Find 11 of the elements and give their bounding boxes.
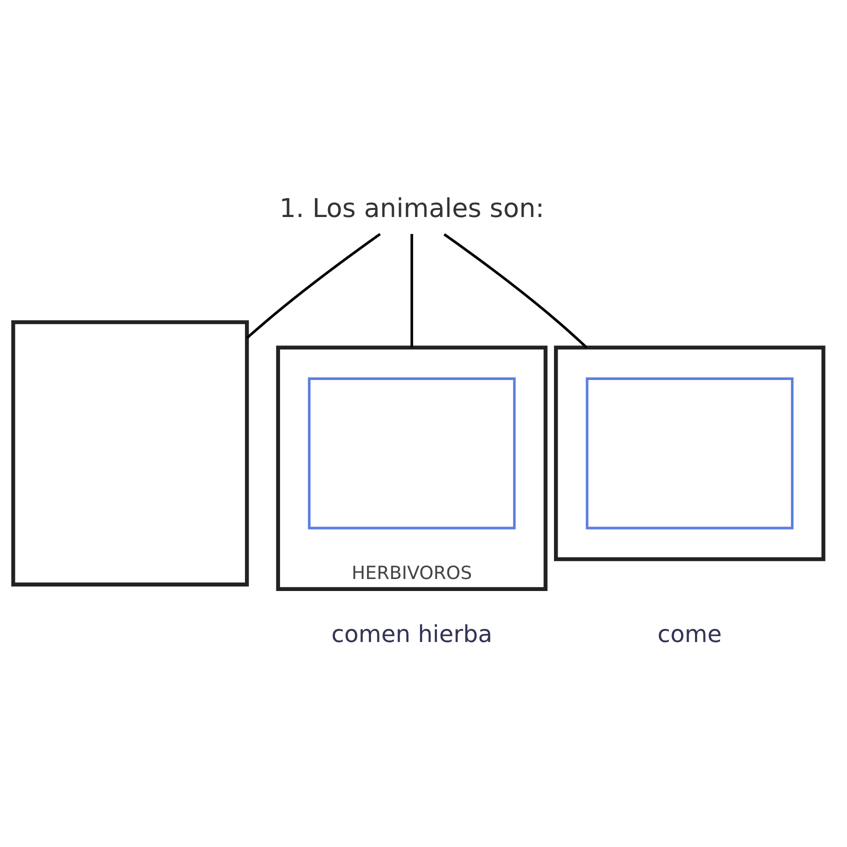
- node-text: 1. Los animales son:: [279, 194, 544, 224]
- connector: [444, 233, 588, 348]
- cluster: HERBIVOROS: [276, 346, 548, 591]
- node-label: comen hierba: [331, 620, 492, 648]
- cluster: [554, 346, 826, 562]
- connector: [410, 234, 414, 348]
- node-label: come: [658, 620, 722, 648]
- connector: [246, 233, 381, 339]
- node-box: [586, 377, 794, 530]
- node-box: [11, 320, 249, 586]
- node-box: [308, 377, 516, 530]
